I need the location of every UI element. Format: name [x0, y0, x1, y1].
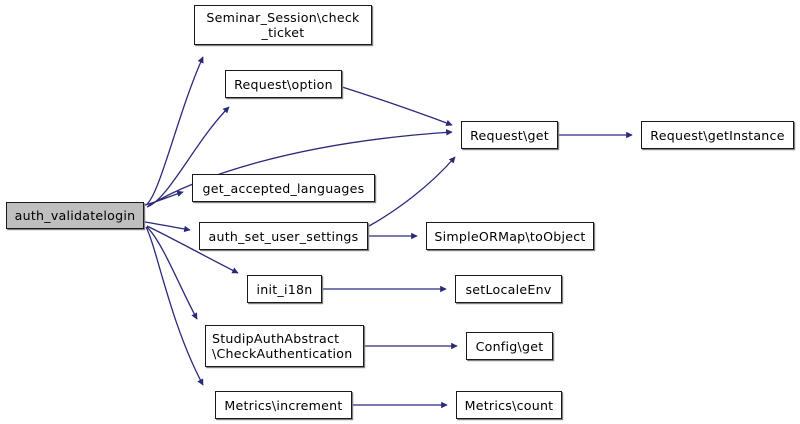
graph-node-label: auth_set_user_settings [208, 228, 359, 244]
graph-node-studipauthabstract_checkauthentication[interactable]: StudipAuthAbstract \CheckAuthentication [205, 325, 364, 367]
graph-edge-auth_validatelogin-to-get_accepted_languages [144, 190, 184, 206]
graph-node-simpleormap_toobject[interactable]: SimpleORMap\toObject [426, 222, 594, 250]
graph-edge-auth_validatelogin-to-studipauthabstract_checkauthentication [146, 226, 198, 320]
graph-node-label: StudipAuthAbstract \CheckAuthentication [212, 331, 353, 361]
graph-node-label: Metrics\count [464, 397, 554, 413]
graph-node-label: auth_validatelogin [14, 208, 136, 223]
graph-node-config_get[interactable]: Config\get [466, 332, 553, 360]
graph-node-request_option[interactable]: Request\option [225, 70, 342, 98]
graph-node-metrics_increment[interactable]: Metrics\increment [215, 391, 352, 419]
graph-node-seminar_session_check_ticket[interactable]: Seminar_Session\check _ticket [194, 5, 372, 45]
graph-node-auth_set_user_settings[interactable]: auth_set_user_settings [199, 222, 368, 250]
graph-node-get_accepted_languages[interactable]: get_accepted_languages [192, 174, 375, 202]
graph-node-init_i18n[interactable]: init_i18n [247, 275, 322, 303]
graph-node-auth_validatelogin[interactable]: auth_validatelogin [6, 202, 144, 229]
graph-node-label: Metrics\increment [224, 397, 343, 413]
graph-node-request_get[interactable]: Request\get [461, 121, 558, 149]
graph-edge-auth_validatelogin-to-metrics_increment [145, 226, 204, 386]
graph-node-label: SimpleORMap\toObject [434, 228, 586, 244]
graph-node-label: Seminar_Session\check _ticket [206, 10, 360, 40]
graph-edge-auth_set_user_settings-to-request_get [368, 156, 456, 227]
graph-node-label: get_accepted_languages [202, 180, 365, 196]
graph-node-label: Request\option [234, 76, 333, 92]
graph-edge-auth_validatelogin-to-auth_set_user_settings [144, 221, 191, 233]
graph-node-label: Request\get [470, 127, 549, 143]
graph-node-label: init_i18n [256, 281, 313, 297]
graph-node-label: setLocaleEnv [465, 281, 552, 297]
graph-node-metrics_count[interactable]: Metrics\count [456, 391, 562, 419]
graph-node-label: Config\get [475, 338, 544, 354]
graph-edge-request_option-to-request_get [341, 86, 453, 127]
graph-node-setlocaleenv[interactable]: setLocaleEnv [455, 275, 562, 303]
graph-node-label: Request\getInstance [650, 127, 785, 143]
graph-node-request_getinstance[interactable]: Request\getInstance [641, 121, 794, 149]
